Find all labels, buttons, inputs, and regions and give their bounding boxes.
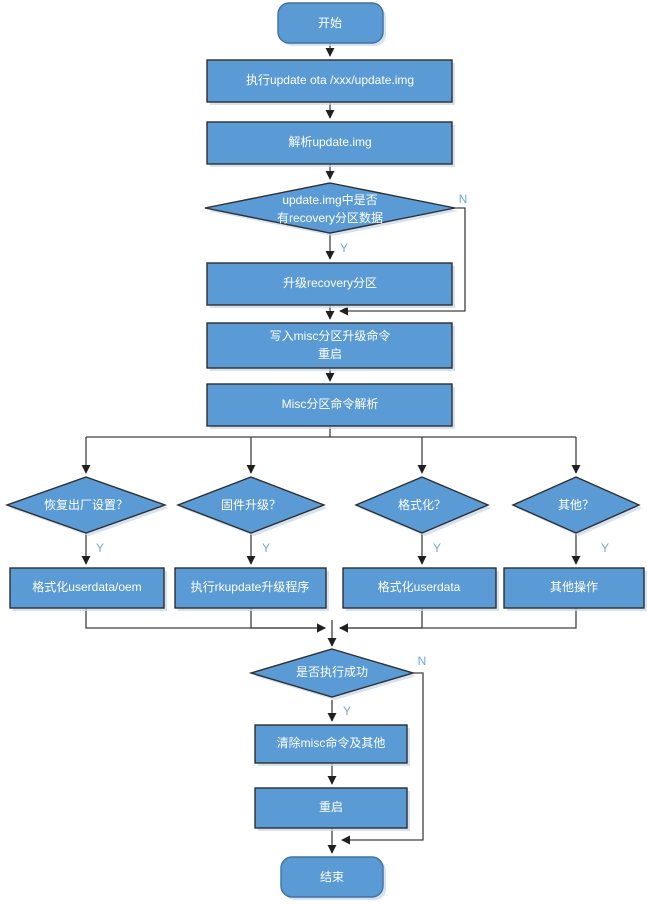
write-misc-shape	[206, 322, 453, 369]
node-firmware-upgrade-question[interactable]: 固件升级？	[176, 476, 327, 536]
misc-parse-shape	[206, 383, 453, 427]
node-reboot[interactable]: 重启	[254, 787, 410, 831]
node-start[interactable]: 开始	[277, 2, 386, 46]
node-exec-success-question[interactable]: 是否执行成功	[248, 648, 416, 700]
other-shape	[511, 476, 641, 534]
start-shape	[277, 2, 384, 44]
node-exec-update-ota[interactable]: 执行update ota /xxx/update.img	[206, 59, 455, 105]
edge-label-factory-reset-yes: Y	[96, 541, 104, 555]
node-other-op[interactable]: 其他操作	[503, 567, 647, 611]
edge-recovery-no	[339, 207, 466, 316]
other-op-shape	[503, 567, 645, 609]
has-recovery-shape	[204, 182, 456, 234]
node-format-userdata-oem[interactable]: 格式化userdata/oem	[9, 567, 167, 611]
edge-label-success-yes: Y	[343, 704, 351, 718]
edge-success-no	[341, 672, 424, 845]
format-userdata-oem-shape	[9, 567, 165, 609]
reboot-shape	[254, 787, 408, 829]
node-parse-update-img[interactable]: 解析update.img	[206, 121, 455, 167]
edge-label-other-yes: Y	[601, 541, 609, 555]
format-userdata-shape	[342, 567, 497, 609]
node-other-question[interactable]: 其他？	[511, 476, 642, 536]
node-misc-parse[interactable]: Misc分区命令解析	[206, 383, 455, 429]
format-shape	[354, 476, 490, 534]
factory-reset-shape	[4, 476, 168, 534]
node-end[interactable]: 结束	[280, 856, 386, 900]
upgrade-recovery-shape	[206, 262, 453, 306]
exec-success-shape	[248, 648, 416, 698]
clear-misc-shape	[254, 724, 408, 764]
node-write-misc[interactable]: 写入misc分区升级命令 重启	[206, 322, 455, 371]
edge-label-format-yes: Y	[433, 541, 441, 555]
node-format-question[interactable]: 格式化？	[354, 476, 491, 536]
node-format-userdata[interactable]: 格式化userdata	[342, 567, 499, 611]
edge-merge-from-firmware-upgrade	[250, 608, 326, 633]
edge-merge-from-factory-reset	[85, 608, 326, 633]
edge-merge-from-other	[339, 608, 577, 633]
edge-layer	[81, 43, 581, 854]
exec-rkupdate-shape	[174, 567, 327, 609]
edge-label-firmware-upgrade-yes: Y	[262, 541, 270, 555]
node-layer: 开始 执行update ota /xxx/update.img 解析update…	[4, 2, 647, 900]
edge-label-success-no: N	[418, 654, 427, 668]
parse-update-shape	[206, 121, 453, 165]
node-has-recovery-data[interactable]: update.img中是否 有recovery分区数据	[204, 182, 458, 236]
firmware-upgrade-shape	[176, 476, 326, 534]
node-exec-rkupdate[interactable]: 执行rkupdate升级程序	[174, 567, 329, 611]
edge-label-recovery-yes: Y	[340, 241, 348, 255]
node-clear-misc[interactable]: 清除misc命令及其他	[254, 724, 410, 766]
node-factory-reset-question[interactable]: 恢复出厂设置？	[4, 476, 168, 536]
node-upgrade-recovery[interactable]: 升级recovery分区	[206, 262, 455, 308]
end-shape	[280, 856, 384, 898]
edge-label-recovery-no: N	[459, 192, 468, 206]
exec-update-shape	[206, 59, 453, 103]
